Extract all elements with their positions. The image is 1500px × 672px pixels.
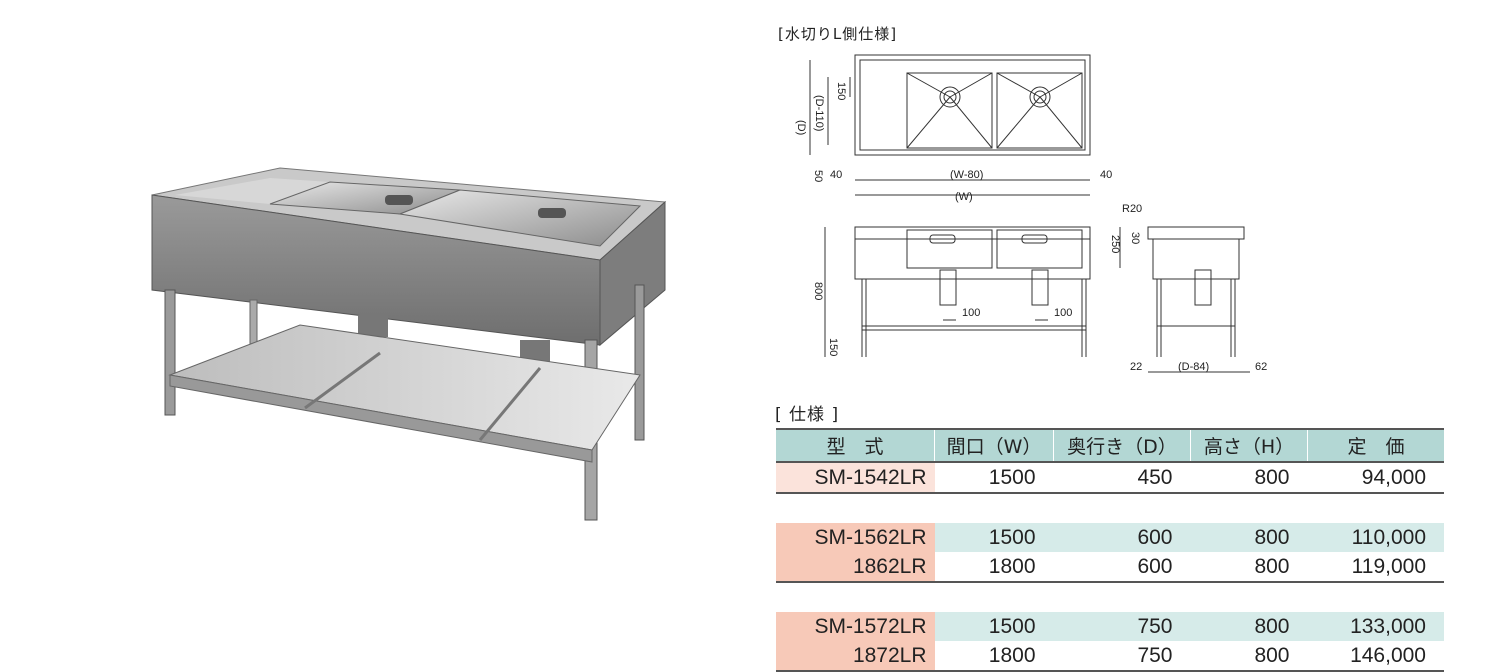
cell-model: SM-1542LR <box>776 462 935 494</box>
cell-width: 1500 <box>934 523 1054 552</box>
cell-depth: 750 <box>1053 612 1191 641</box>
dim-100-a: 100 <box>962 307 980 319</box>
dim-150-b: 150 <box>827 338 839 356</box>
cell-width: 1800 <box>934 552 1054 583</box>
cell-model: 1862LR <box>776 552 935 583</box>
dim-30: 30 <box>1129 232 1141 244</box>
cell-price: 110,000 <box>1307 523 1444 552</box>
dim-800: 800 <box>812 282 824 300</box>
table-row: 1862LR 1800 600 800 119,000 <box>776 552 1444 583</box>
col-depth: 奥行き（D） <box>1053 428 1191 463</box>
product-photo <box>151 167 667 521</box>
cell-height: 800 <box>1190 523 1308 552</box>
dim-62: 62 <box>1255 361 1267 373</box>
cell-price: 94,000 <box>1307 462 1444 494</box>
dim-left-40: 40 <box>830 169 842 181</box>
cell-depth: 750 <box>1053 641 1191 672</box>
cell-width: 1500 <box>934 462 1054 494</box>
cell-model: 1872LR <box>776 641 935 672</box>
cell-model: SM-1562LR <box>776 523 935 552</box>
dim-22: 22 <box>1130 361 1142 373</box>
table-row: SM-1542LR 1500 450 800 94,000 <box>776 462 1444 494</box>
dim-100-b: 100 <box>1054 307 1072 319</box>
cell-depth: 450 <box>1053 462 1191 494</box>
dim-D: (D) <box>795 120 807 135</box>
dim-W: (W) <box>955 191 973 203</box>
dim-D110: (D-110) <box>813 95 825 131</box>
cell-width: 1800 <box>934 641 1054 672</box>
col-height: 高さ（H） <box>1190 428 1308 463</box>
col-width: 間口（W） <box>934 428 1054 463</box>
spec-caption: [ 仕様 ] <box>775 405 840 425</box>
table-header-row: 型 式 間口（W） 奥行き（D） 高さ（H） 定 価 <box>776 428 1444 463</box>
cell-model: SM-1572LR <box>776 612 935 641</box>
spec-table: 型 式 間口（W） 奥行き（D） 高さ（H） 定 価 SM-1542LR 150… <box>776 428 1444 672</box>
dim-R20: R20 <box>1122 203 1142 215</box>
cell-depth: 600 <box>1053 552 1191 583</box>
drain-side-caption: [水切りL側仕様] <box>778 25 898 43</box>
dim-50: 50 <box>812 170 824 182</box>
cell-height: 800 <box>1190 462 1308 494</box>
table-row: SM-1562LR 1500 600 800 110,000 <box>776 523 1444 552</box>
col-price: 定 価 <box>1307 428 1444 463</box>
col-model: 型 式 <box>776 428 935 463</box>
technical-drawings: (D) (D-110) 150 50 40 40 (W-80) (W) R20 … <box>795 54 1267 373</box>
dim-D84: (D-84) <box>1178 361 1209 373</box>
dim-150: 150 <box>835 82 847 100</box>
cell-price: 146,000 <box>1307 641 1444 672</box>
cell-height: 800 <box>1190 612 1308 641</box>
table-row: 1872LR 1800 750 800 146,000 <box>776 641 1444 672</box>
cell-height: 800 <box>1190 641 1308 672</box>
dim-right-40: 40 <box>1100 169 1112 181</box>
dim-W80: (W-80) <box>950 169 983 181</box>
cell-price: 133,000 <box>1307 612 1444 641</box>
cell-height: 800 <box>1190 552 1308 583</box>
cell-price: 119,000 <box>1307 552 1444 583</box>
cell-depth: 600 <box>1053 523 1191 552</box>
dim-250: 250 <box>1109 235 1121 253</box>
cell-width: 1500 <box>934 612 1054 641</box>
table-row: SM-1572LR 1500 750 800 133,000 <box>776 612 1444 641</box>
